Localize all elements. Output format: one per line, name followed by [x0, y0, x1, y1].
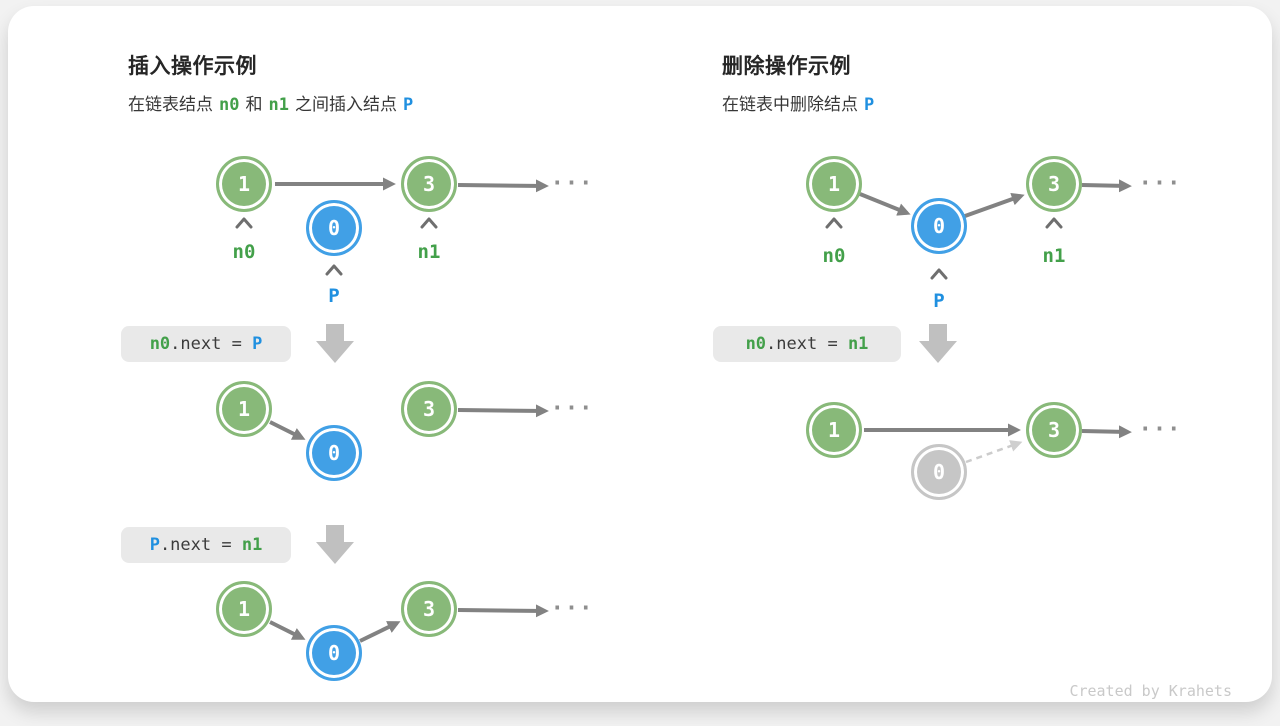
node-value-1: 1 — [216, 156, 272, 212]
ellipsis: ... — [551, 391, 594, 416]
caret-n1-icon — [1047, 219, 1061, 227]
ellipsis: ... — [1139, 166, 1182, 191]
insert-subtitle-text-3: 之间插入结点 — [295, 95, 397, 114]
pointer-label-n0: n0 — [823, 245, 846, 267]
insert-panel-subtitle: 在链表结点 n0 和 n1 之间插入结点 P — [128, 90, 419, 115]
arrow-1-to-0 — [270, 422, 302, 438]
figure-card: 插入操作示例 在链表结点 n0 和 n1 之间插入结点 P 删除操作示例 在链表中删除结点… — [8, 6, 1272, 702]
dashed-arrow-removed-0-to-3 — [966, 443, 1019, 462]
node-value-0-p: 0 — [306, 625, 362, 681]
code-box-p-next-n1: P.next = n1 — [121, 527, 291, 563]
code-lhs: n0 — [746, 334, 766, 354]
arrow-1-to-0 — [860, 194, 907, 213]
delete-panel-title: 删除操作示例 — [722, 50, 851, 80]
code-op: .next = — [160, 535, 242, 555]
down-arrow-icon — [316, 525, 354, 564]
code-lhs: n0 — [150, 334, 170, 354]
code-op: .next = — [766, 334, 848, 354]
ellipsis: ... — [551, 591, 594, 616]
node-value-3: 3 — [1026, 156, 1082, 212]
pointer-label-n1: n1 — [1043, 245, 1066, 267]
code-op: .next = — [170, 334, 252, 354]
node-value-1: 1 — [216, 581, 272, 637]
insert-subtitle-p: P — [403, 95, 413, 115]
insert-subtitle-n0: n0 — [219, 95, 239, 115]
arrow-3-to-ellipsis — [458, 610, 545, 611]
pointer-label-n1: n1 — [418, 241, 441, 263]
node-value-0-p: 0 — [911, 198, 967, 254]
insert-subtitle-text-2: 和 — [245, 95, 262, 114]
delete-panel-subtitle: 在链表中删除结点 P — [722, 90, 880, 115]
node-value-0-p: 0 — [306, 200, 362, 256]
caret-p-icon — [932, 270, 946, 278]
arrow-1-to-0 — [270, 622, 302, 638]
arrow-0-to-3 — [360, 623, 397, 641]
code-lhs: P — [150, 535, 160, 555]
delete-step2-arrows — [864, 430, 1128, 462]
caret-n0-icon — [827, 219, 841, 227]
arrow-3-to-ellipsis — [458, 185, 545, 186]
node-value-3: 3 — [401, 156, 457, 212]
node-value-3: 3 — [401, 381, 457, 437]
pointer-label-p: P — [933, 290, 944, 312]
delete-subtitle-p: P — [864, 95, 874, 115]
arrow-3-to-ellipsis — [1082, 431, 1128, 432]
down-arrow-icon — [919, 324, 957, 363]
code-rhs: n1 — [242, 535, 262, 555]
code-box-n0-next-p: n0.next = P — [121, 326, 291, 362]
ellipsis: ... — [551, 166, 594, 191]
credit-text: Created by Krahets — [1069, 682, 1232, 700]
arrow-0-to-3 — [965, 196, 1021, 216]
caret-p-icon — [327, 266, 341, 274]
node-value-3: 3 — [401, 581, 457, 637]
ellipsis: ... — [1139, 412, 1182, 437]
node-value-3: 3 — [1026, 402, 1082, 458]
node-value-1: 1 — [806, 402, 862, 458]
node-value-1: 1 — [216, 381, 272, 437]
code-rhs: P — [252, 334, 262, 354]
caret-n0-icon — [237, 219, 251, 227]
code-box-n0-next-n1: n0.next = n1 — [713, 326, 901, 362]
node-value-1: 1 — [806, 156, 862, 212]
pointer-label-n0: n0 — [233, 241, 256, 263]
down-arrow-icon — [316, 324, 354, 363]
caret-n1-icon — [422, 219, 436, 227]
node-value-0-p: 0 — [306, 425, 362, 481]
delete-subtitle-text-1: 在链表中删除结点 — [722, 95, 858, 114]
code-rhs: n1 — [848, 334, 868, 354]
arrow-3-to-ellipsis — [458, 410, 545, 411]
node-value-0-removed: 0 — [911, 444, 967, 500]
insert-subtitle-n1: n1 — [268, 95, 288, 115]
pointer-label-p: P — [328, 285, 339, 307]
insert-subtitle-text-1: 在链表结点 — [128, 95, 213, 114]
delete-step1-arrows — [860, 185, 1128, 216]
insert-panel-title: 插入操作示例 — [128, 50, 257, 80]
arrow-3-to-ellipsis — [1082, 185, 1128, 186]
